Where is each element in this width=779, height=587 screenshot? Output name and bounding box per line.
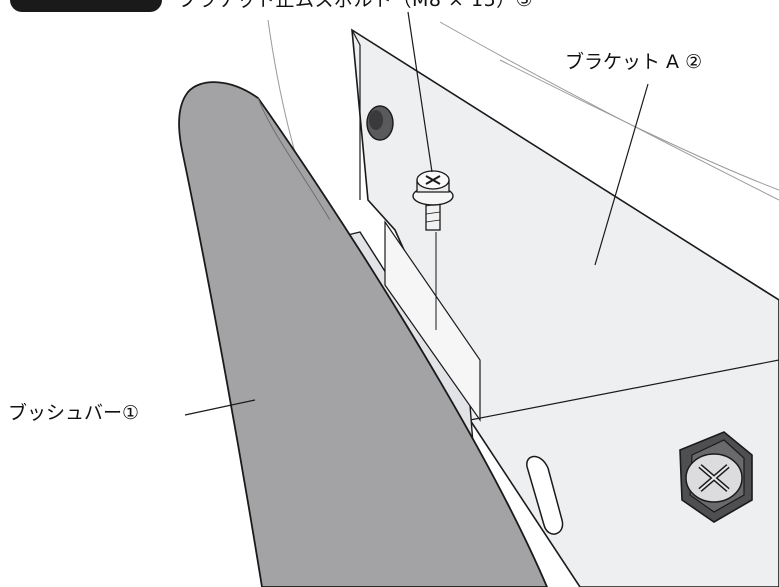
- leader-top-bolt: [407, 11, 433, 173]
- bolt-small-icon: [412, 170, 454, 330]
- leader-push-bar: [184, 399, 256, 416]
- callout-top-bolt: ブラケット止ムスボルト（M8 × 15）③: [178, 0, 534, 11]
- leader-bracket: [594, 83, 649, 266]
- bolt-large-icon: [679, 431, 753, 523]
- slot-hole: [526, 455, 564, 535]
- section-tag: [10, 0, 162, 12]
- leader-lines: [184, 11, 649, 416]
- grommet-icon: [366, 105, 394, 141]
- push-bar: [178, 81, 548, 587]
- callout-push-bar: ブッシュバー①: [8, 402, 140, 424]
- callout-bracket-a: ブラケット A ②: [565, 51, 703, 73]
